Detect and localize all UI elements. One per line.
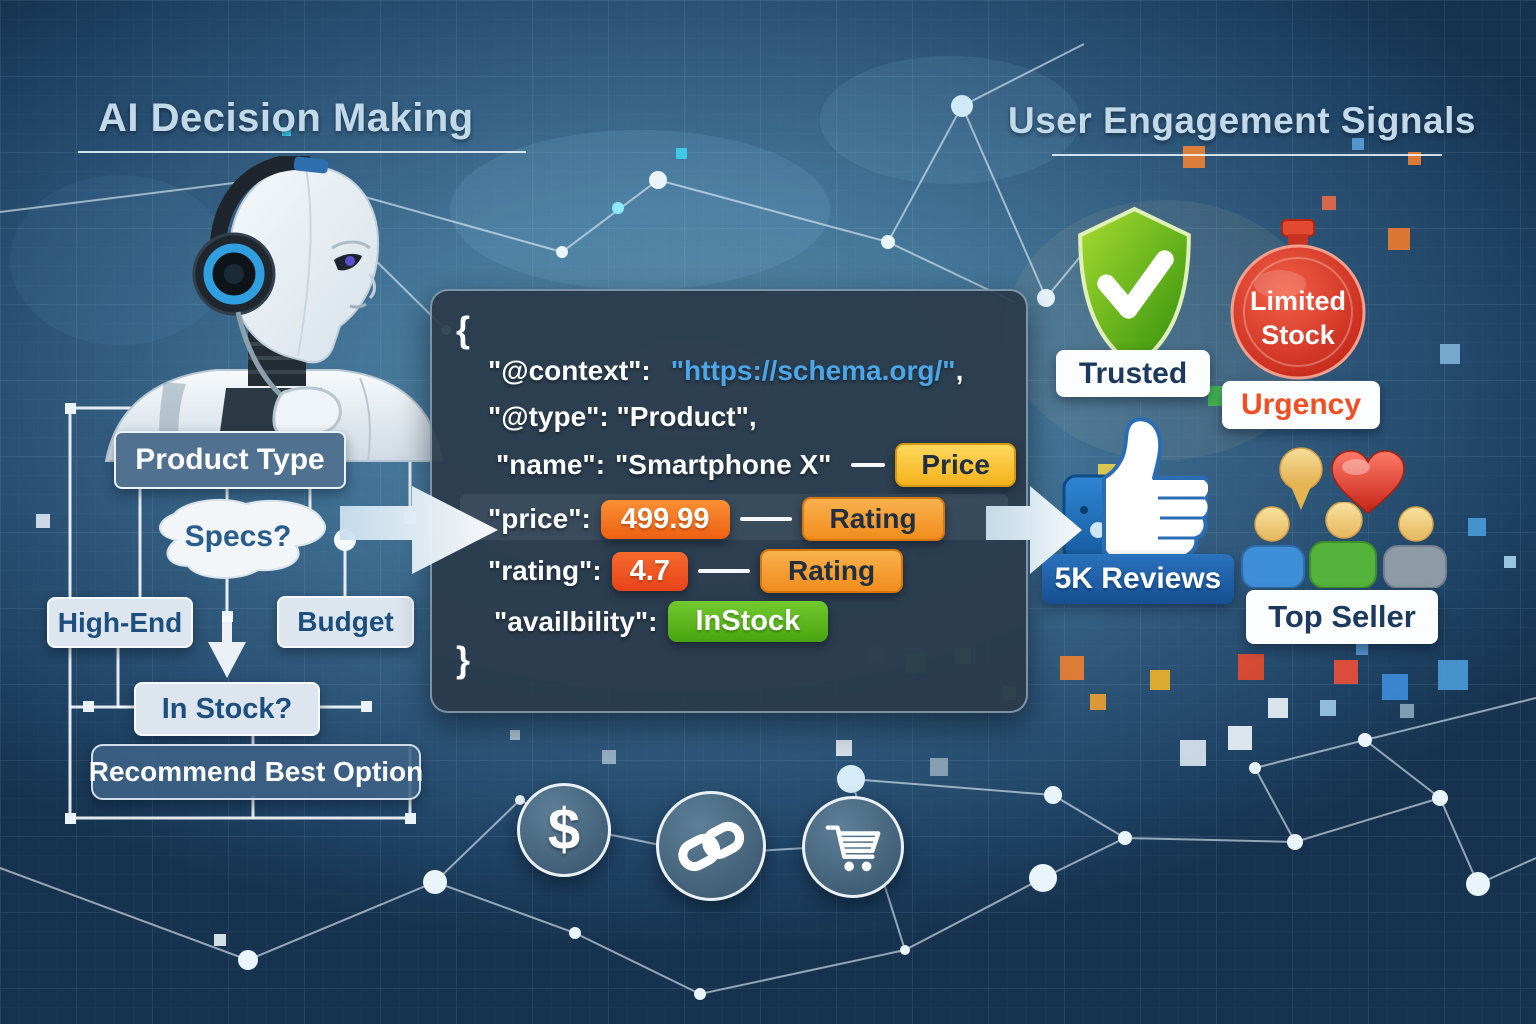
urgency-label: Urgency [1222,381,1380,429]
right-section-title: User Engagement Signals [1008,100,1476,141]
context-key: "@context": [488,355,651,386]
trusted-shield-icon [1078,206,1191,369]
flow-node-budget: Budget [277,596,414,648]
flow-node-specs-label: Specs? [184,520,292,553]
limited-stock-text-line2: Stock [1261,320,1336,350]
reviews-badge: 5K Reviews [1042,554,1234,604]
availability-key: "availbility": [494,605,658,637]
callout-connector-line [697,569,750,573]
right-title-underline [1052,154,1442,156]
cloud-shape [159,498,326,579]
ai-robot-illustration [104,156,444,462]
link-icon [656,791,766,901]
audience-people-icon [1241,502,1447,588]
trusted-label: Trusted [1056,350,1210,397]
limited-stock-stopwatch-icon: Limited Stock [1230,219,1366,380]
flow-node-specs: Specs? [146,496,330,588]
callout-connector-line [739,517,792,521]
rating-key: "rating": [488,555,602,586]
left-section-title: AI Decision Making [98,96,474,140]
left-title-underline [78,151,526,153]
cart-icon [802,796,904,898]
schema-code-panel: { "@context": "https://schema.org/", "@ty… [430,289,1028,713]
code-line-price: "price": 499.99 Rating [488,497,945,541]
shopping-cart-glyph [825,825,881,872]
chain-link-glyph [678,821,744,872]
flow-node-high-end: High-End [47,597,193,648]
name-value: "Smartphone X" [615,449,832,480]
code-close-brace: } [456,639,471,680]
name-key: "name": [496,449,606,480]
code-line-type: "@type": "Product", [488,401,757,432]
code-line-name: "name": "Smartphone X" Price [496,443,1016,487]
flow-node-recommend: Recommend Best Option [89,744,423,800]
flow-node-product-type: Product Type [114,431,346,489]
top-seller-label: Top Seller [1246,590,1438,644]
limited-stock-text-line1: Limited [1250,286,1346,316]
flow-node-in-stock: In Stock? [134,682,320,736]
thumbs-up-icon [1062,417,1208,562]
rating-value-badge: 4.7 [611,551,688,591]
context-comma: , [955,355,964,386]
code-open-brace: { [456,309,471,350]
price-key: "price": [488,503,591,534]
heart-icon [1331,450,1405,514]
rating-callout-badge-2: Rating [759,549,904,593]
dollar-icon: $ [517,783,611,877]
price-callout-badge: Price [895,443,1016,487]
callout-connector-line [851,463,886,467]
price-value-badge: 499.99 [600,499,730,539]
instock-badge: InStock [667,601,829,642]
code-line-rating: "rating": 4.7 Rating [488,549,904,593]
code-line-context: "@context": "https://schema.org/", [488,355,963,387]
schema-url: "https://schema.org/" [670,355,956,386]
rating-callout-badge-1: Rating [801,497,945,541]
dollar-glyph: $ [547,797,581,862]
person-pin-icon [1279,447,1323,510]
code-line-availability: "availbility": InStock [494,601,829,642]
